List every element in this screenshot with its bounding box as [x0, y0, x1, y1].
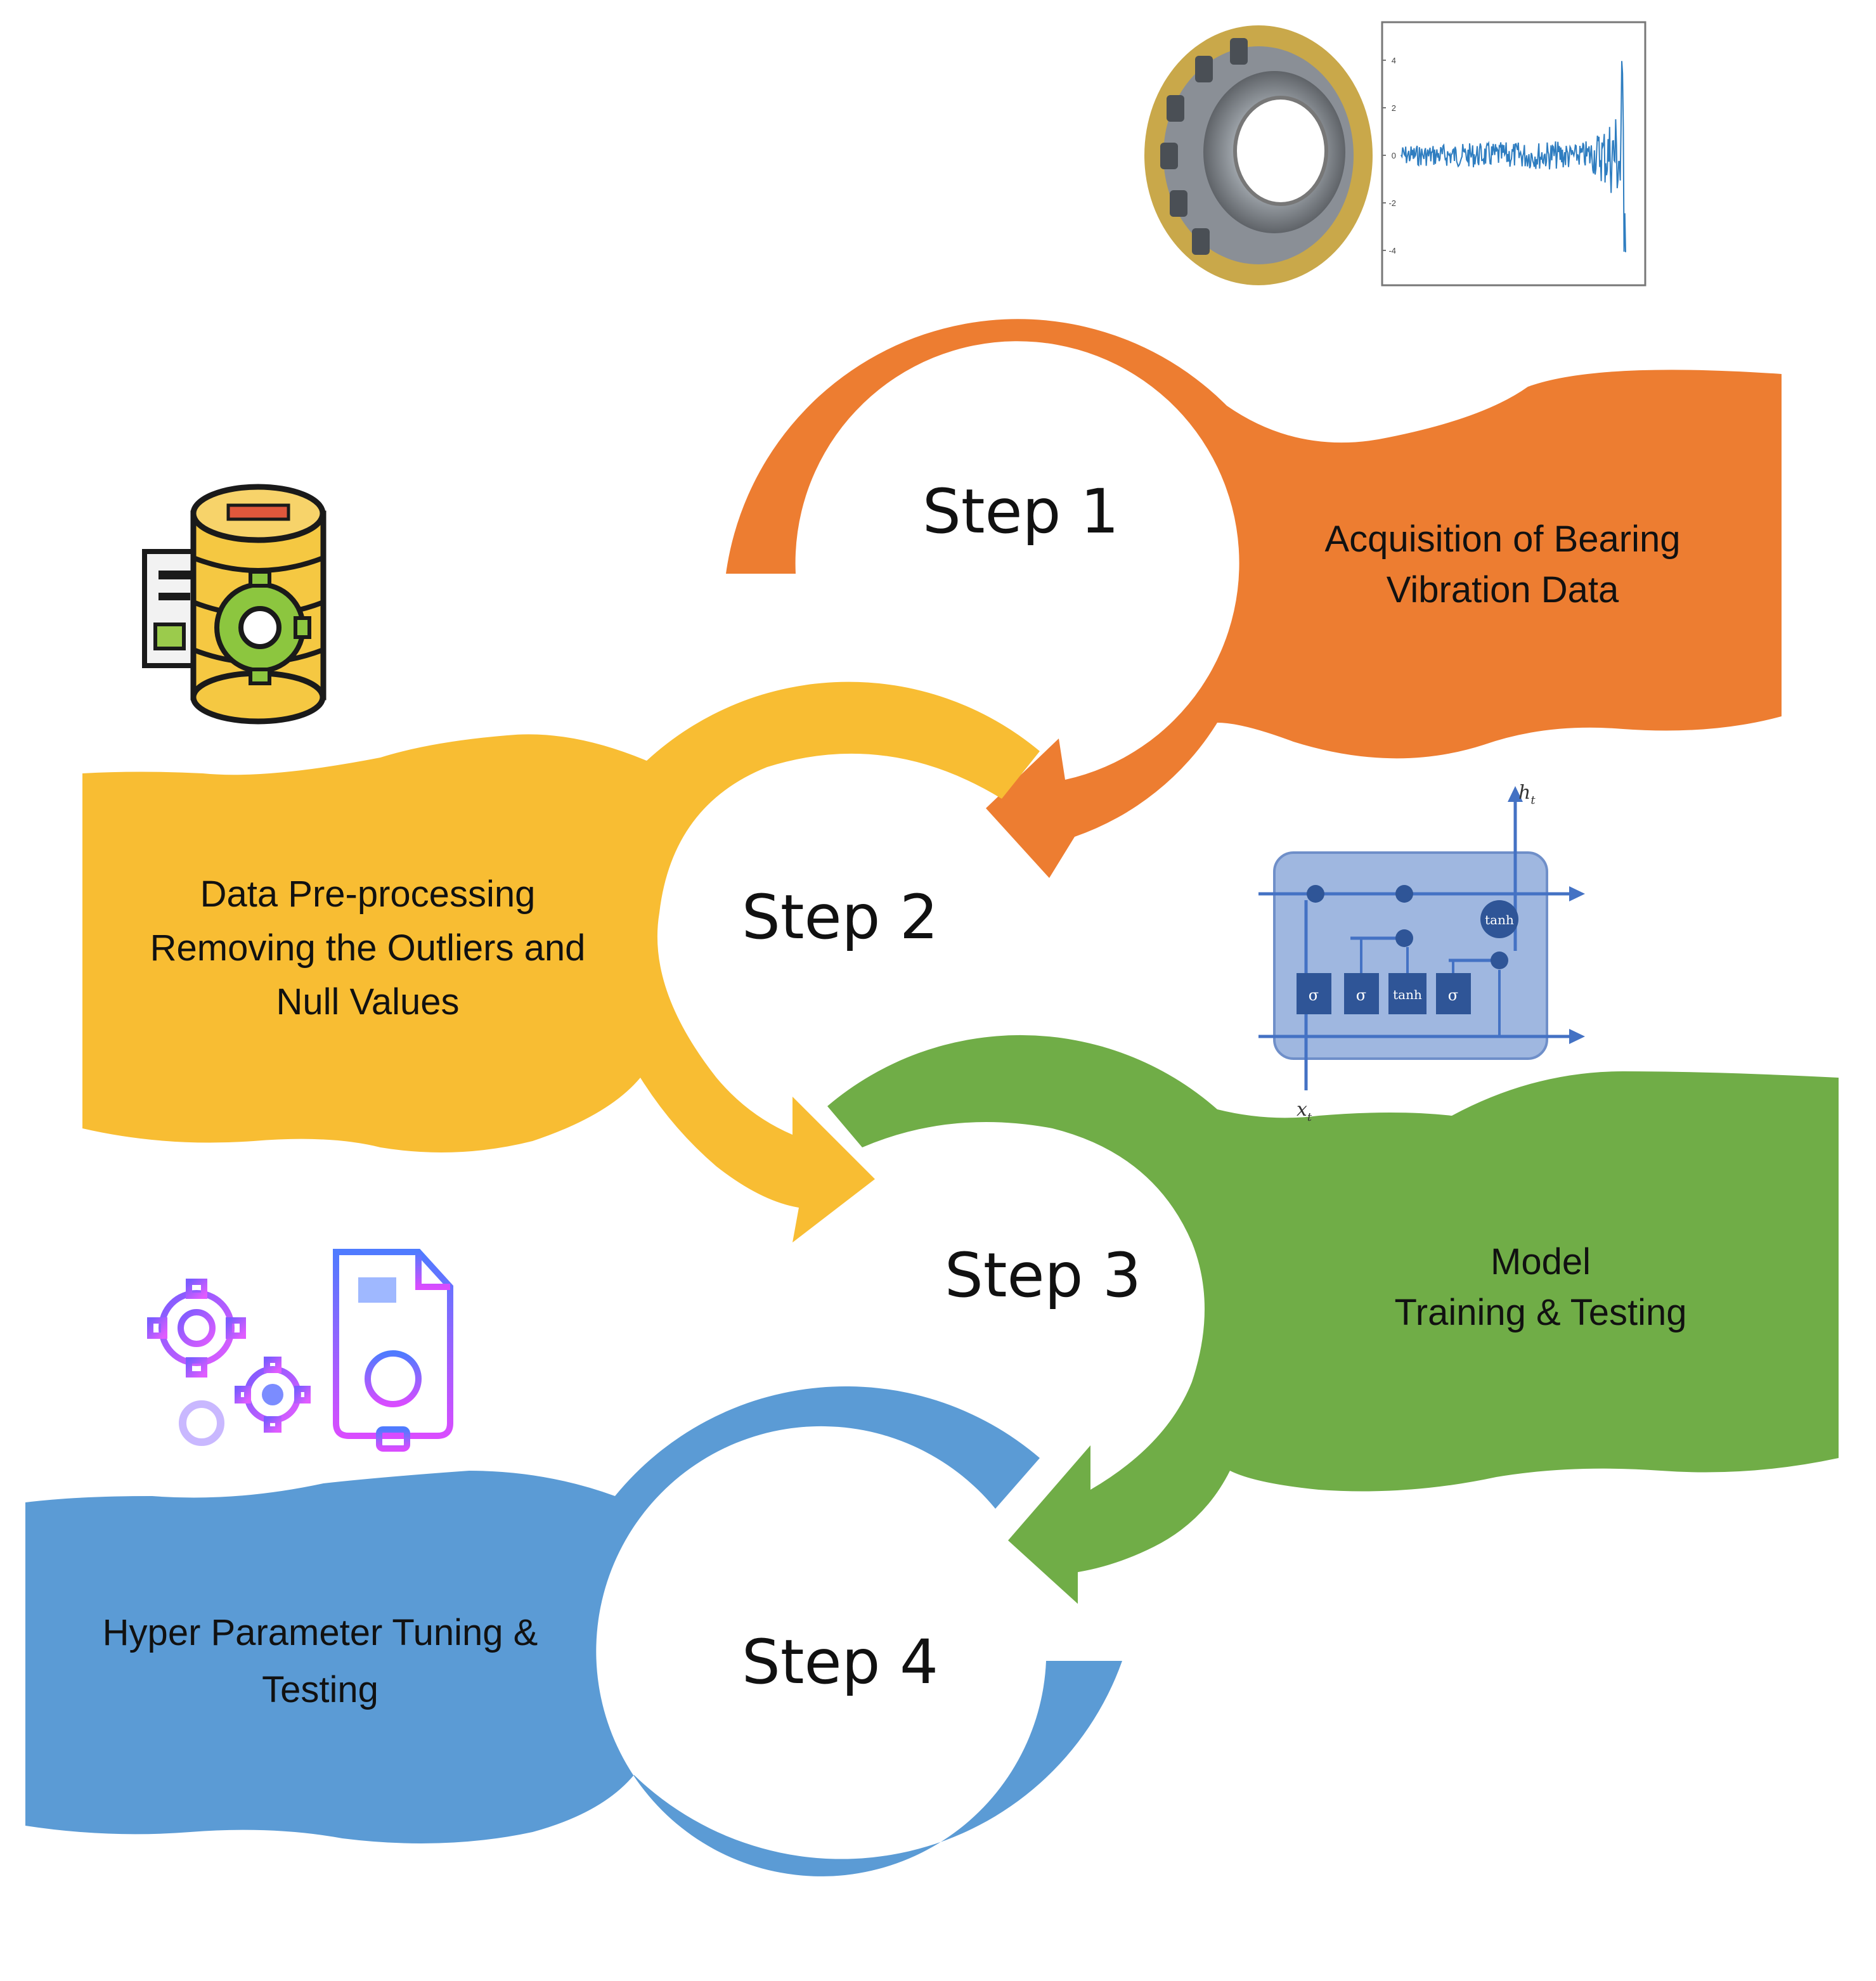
- lstm-input-gate-label: σ: [1356, 986, 1366, 1004]
- lstm-output-gate-label: σ: [1448, 986, 1458, 1004]
- step-1-description-line-1: Acquisition of Bearing: [1325, 519, 1681, 560]
- step-2-description-line-3: Null Values: [276, 981, 459, 1023]
- step-2-description-line-2: Removing the Outliers and: [150, 927, 586, 969]
- lstm-forget-gate: [1297, 973, 1331, 1014]
- step-4-description-line-1: Hyper Parameter Tuning &: [103, 1612, 538, 1653]
- step-3-description-line-2: Training & Testing: [1394, 1292, 1686, 1333]
- database-gear-icon: [142, 484, 327, 725]
- vibration-plot-tick-label: -4: [1388, 246, 1396, 255]
- step-1-description-line-2: Vibration Data: [1387, 569, 1619, 610]
- step-2-description-line-1: Data Pre-processing: [200, 874, 536, 915]
- vibration-signal-line: [1401, 61, 1626, 252]
- step-2-label: Step 2: [742, 882, 938, 953]
- step-4-description-line-2: Testing: [262, 1669, 378, 1710]
- vibration-plot-tick-label: 2: [1392, 103, 1396, 113]
- gears-icon: [147, 1279, 311, 1446]
- vibration-plot-tick-label: -2: [1388, 198, 1396, 208]
- step-1-shape: [726, 319, 1782, 878]
- lstm-cell-box: [1273, 851, 1548, 1060]
- lstm-cell-add-node: [1395, 885, 1413, 903]
- lstm-candidate-gate-label: tanh: [1393, 987, 1422, 1002]
- lstm-output-label: ht: [1518, 782, 1536, 807]
- lstm-tanh-node: [1480, 900, 1518, 938]
- vibration-plot: 4 2 0 -2 -4: [1381, 21, 1646, 287]
- step-4-label: Step 4: [742, 1627, 938, 1698]
- step-2-shape: [82, 681, 1040, 1242]
- vibration-plot-tick-label: 4: [1392, 56, 1396, 65]
- lstm-candidate-gate: [1388, 973, 1426, 1014]
- lstm-cell-diagram: tanh σ σ tanh σ xt ht: [1258, 782, 1585, 1124]
- lstm-tanh-node-label: tanh: [1485, 912, 1514, 927]
- vibration-plot-tick-label: 0: [1392, 151, 1396, 160]
- bearing-icon: [1144, 25, 1373, 285]
- lstm-forget-multiply-node: [1307, 885, 1324, 903]
- lstm-output-multiply-node: [1491, 952, 1508, 969]
- step-3-shape: [827, 1035, 1839, 1604]
- step-1-label: Step 1: [922, 476, 1119, 547]
- step-3-label: Step 3: [945, 1240, 1141, 1311]
- lstm-input-gate: [1344, 973, 1379, 1014]
- lstm-input-multiply-node: [1395, 929, 1413, 947]
- step-4-shape: [25, 1386, 1122, 1876]
- step-3-description-line-1: Model: [1491, 1241, 1591, 1282]
- document-search-icon: [333, 1249, 453, 1452]
- lstm-forget-gate-label: σ: [1309, 986, 1319, 1004]
- lstm-output-gate: [1436, 973, 1471, 1014]
- lstm-input-label: xt: [1297, 1099, 1312, 1124]
